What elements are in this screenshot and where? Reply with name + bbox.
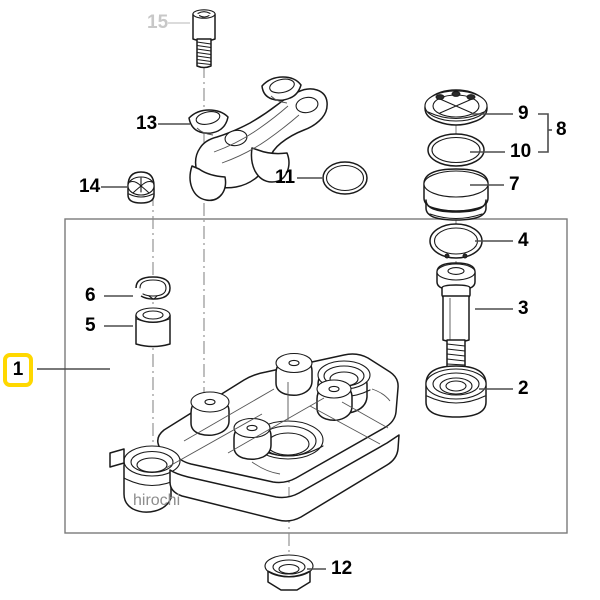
part-11-o-ring [322, 161, 368, 195]
leader-lines [37, 22, 513, 570]
part-4-retaining-ring [429, 223, 483, 259]
part-6-snap-ring [135, 276, 171, 300]
part-15-cap-screw [192, 9, 216, 69]
part-10-gasket-ring [427, 133, 485, 167]
part-7-dust-cap [423, 168, 489, 221]
watermark-text: hirochi [133, 492, 181, 509]
callout-4[interactable]: 4 [518, 230, 529, 251]
part-1-fork-bridge-casting [109, 352, 400, 522]
part-3-steering-stem-bolt [436, 262, 476, 371]
part-14-rubber-plug [127, 171, 155, 204]
callout-2[interactable]: 2 [518, 378, 529, 399]
callout-5[interactable]: 5 [85, 315, 96, 336]
callout-3[interactable]: 3 [518, 298, 529, 319]
part-1-group-boundary [64, 218, 568, 534]
callout-10[interactable]: 10 [510, 141, 532, 162]
part-12-hex-nut [264, 554, 314, 591]
callout-11[interactable]: 11 [275, 167, 296, 188]
part-13-handlebar-clamp [188, 76, 328, 202]
part-2-roller-bearing [425, 365, 487, 418]
callout-8[interactable]: 8 [556, 119, 567, 140]
part-5-bushing [135, 307, 171, 348]
callout-1-highlighted[interactable]: 1 [3, 353, 33, 387]
callout-9[interactable]: 9 [518, 103, 529, 124]
callout-12[interactable]: 12 [331, 558, 353, 579]
callout-7[interactable]: 7 [509, 174, 520, 195]
callout-6[interactable]: 6 [85, 285, 96, 306]
callout-14[interactable]: 14 [79, 176, 101, 197]
callout-13[interactable]: 13 [136, 113, 158, 134]
bracket-group-8 [538, 113, 552, 153]
part-9-steering-head-cap [424, 89, 488, 126]
callout-15[interactable]: 15 [147, 12, 169, 33]
